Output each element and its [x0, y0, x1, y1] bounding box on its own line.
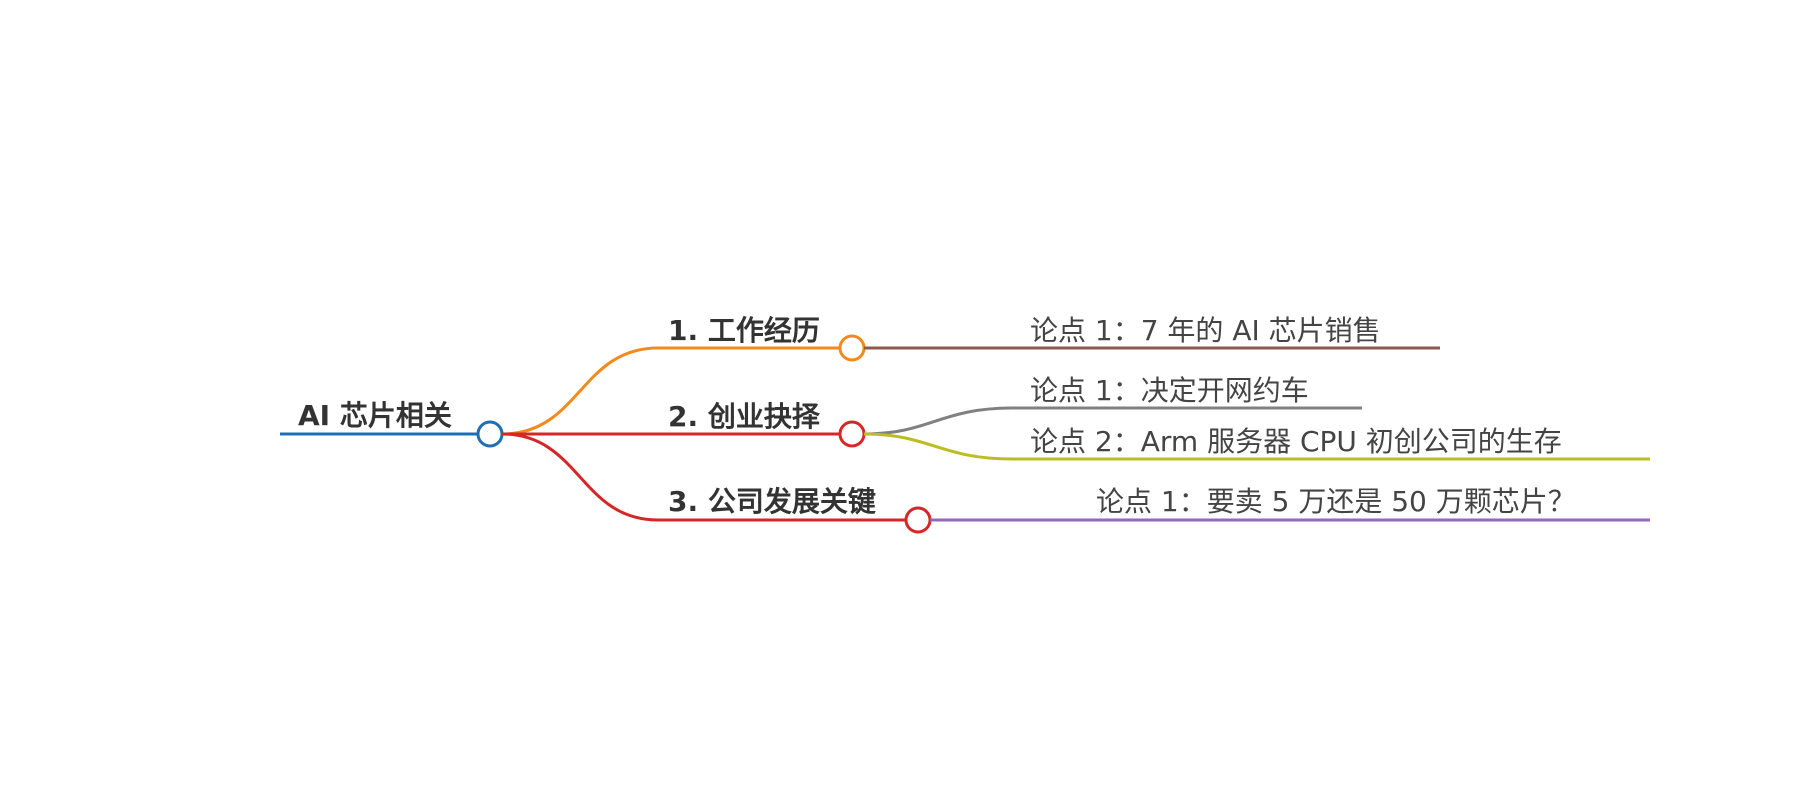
leaf-2-2-label: 论点 2：Arm 服务器 CPU 初创公司的生存	[1030, 425, 1562, 458]
branch-2-label: 2. 创业抉择	[668, 400, 821, 433]
root-collapse-toggle[interactable]	[476, 420, 504, 448]
branch-2-to-leaf-1-link	[863, 406, 1013, 436]
branch-1-label: 1. 工作经历	[668, 314, 820, 347]
leaf-3-1-label: 论点 1：要卖 5 万还是 50 万颗芯片？	[1096, 485, 1576, 518]
root-node[interactable]: AI 芯片相关	[280, 399, 504, 448]
branch-node-1[interactable]: 1. 工作经历	[501, 314, 866, 436]
branch-2-collapse-toggle[interactable]	[838, 420, 866, 448]
leaf-2-1-label: 论点 1：决定开网约车	[1030, 374, 1309, 407]
root-to-branch-3-link	[501, 432, 659, 522]
branch-node-2[interactable]: 2. 创业抉择	[502, 400, 866, 448]
branch-1-collapse-toggle[interactable]	[838, 334, 866, 362]
branch-3-collapse-toggle[interactable]	[904, 506, 932, 534]
leaf-node-2-2[interactable]: 论点 2：Arm 服务器 CPU 初创公司的生存	[863, 425, 1650, 461]
root-label: AI 芯片相关	[298, 399, 452, 432]
branch-2-to-leaf-2-link	[863, 432, 1013, 461]
leaf-node-2-1[interactable]: 论点 1：决定开网约车	[863, 374, 1362, 436]
leaf-1-1-label: 论点 1：7 年的 AI 芯片销售	[1030, 314, 1381, 347]
branch-3-label: 3. 公司发展关键	[668, 485, 876, 518]
branch-node-3[interactable]: 3. 公司发展关键	[501, 432, 932, 534]
leaf-node-1-1[interactable]: 论点 1：7 年的 AI 芯片销售	[864, 314, 1440, 350]
root-to-branch-1-link	[501, 346, 659, 436]
leaf-node-3-1[interactable]: 论点 1：要卖 5 万还是 50 万颗芯片？	[930, 485, 1650, 522]
